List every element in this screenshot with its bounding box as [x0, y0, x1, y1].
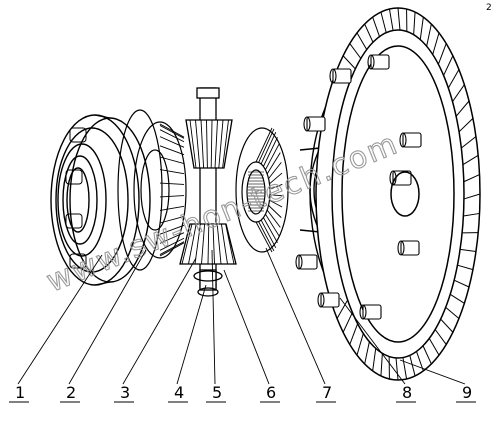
bearing-part — [50, 114, 151, 286]
callout-label-6: 6 — [266, 383, 276, 402]
side-gear-part — [117, 109, 187, 271]
callout-label-5: 5 — [212, 383, 222, 402]
callout-label-4: 4 — [174, 383, 184, 402]
callout-label-3: 3 — [120, 383, 130, 402]
callout-label-1: 1 — [15, 383, 25, 402]
pinion-shaft-assembly — [179, 87, 237, 297]
ring-gear-part — [295, 7, 481, 381]
callout-label-8: 8 — [402, 383, 412, 402]
corner-mark: 2 — [486, 3, 492, 13]
callout-label-2: 2 — [66, 383, 76, 402]
callout-label-7: 7 — [322, 383, 332, 402]
splined-side-gear-part — [235, 127, 289, 253]
callout-label-9: 9 — [462, 383, 472, 402]
callout-group: 1 2 3 4 5 6 7 8 9 — [9, 247, 476, 403]
